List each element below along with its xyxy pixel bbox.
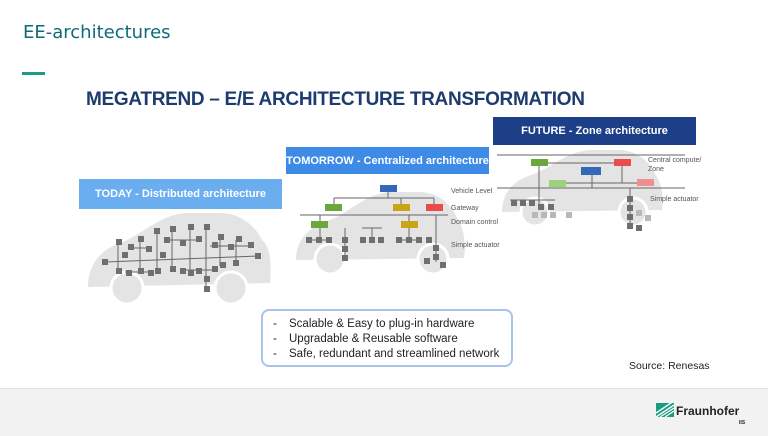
today-label: TODAY - Distributed architecture [79, 179, 282, 209]
level-zone: Zone [648, 166, 664, 173]
fraunhofer-logo-icon [656, 403, 674, 417]
bullet-dash: - [273, 333, 277, 345]
benefit-item: -Safe, redundant and streamlined network [273, 348, 500, 360]
benefit-item: -Scalable & Easy to plug-in hardware [273, 318, 475, 330]
level-central-compute: Central compute/ [648, 157, 702, 164]
level-vehicle: Vehicle Level [451, 188, 493, 195]
level-domain-control: Domain control [451, 219, 499, 226]
main-heading: MEGATREND – E/E ARCHITECTURE TRANSFORMAT… [86, 89, 585, 110]
bullet-dash: - [273, 348, 277, 360]
slide-title: EE-architectures [23, 22, 171, 43]
logo-subtitle: IIS [739, 420, 746, 426]
level-gateway: Gateway [451, 205, 479, 212]
footer-bar [0, 388, 768, 436]
logo-name: Fraunhofer [676, 404, 740, 418]
level-future-simple-actuator: Simple actuator [650, 196, 699, 203]
benefit-item: -Upgradable & Reusable software [273, 333, 458, 345]
tomorrow-nodes [306, 185, 446, 268]
future-nodes [511, 159, 654, 231]
source-note: Source: Renesas [629, 360, 710, 372]
benefits-box: -Scalable & Easy to plug-in hardware -Up… [261, 309, 513, 367]
today-car-silhouette [88, 213, 271, 306]
vehicle-level-node [380, 185, 397, 192]
title-accent-line [22, 72, 45, 75]
level-simple-actuator: Simple actuator [451, 242, 500, 249]
tomorrow-label: TOMORROW - Centralized architecture [286, 147, 489, 174]
bullet-dash: - [273, 318, 277, 330]
today-nodes [102, 224, 261, 292]
future-label: FUTURE - Zone architecture [493, 117, 696, 145]
